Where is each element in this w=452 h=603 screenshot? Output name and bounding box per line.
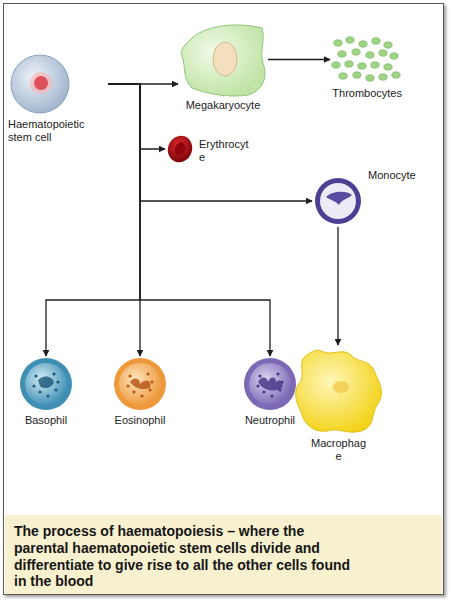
erythrocyte-cell: Erythrocyte xyxy=(165,134,251,164)
macrophage-cell: Macrophage xyxy=(291,345,386,462)
cell-label: Erythrocyte xyxy=(199,138,251,163)
lineage-arrow xyxy=(337,227,338,345)
lineage-arrow xyxy=(108,84,270,356)
cell-label: Monocyte xyxy=(368,169,416,182)
figure-caption: The process of haematopoiesis – where th… xyxy=(14,523,354,590)
cell-label: Basophil xyxy=(25,414,67,427)
lineage-arrow xyxy=(108,84,312,201)
cell-label: Eosinophil xyxy=(115,414,166,427)
neutrophil-cell: Neutrophil xyxy=(242,356,298,427)
cell-illustration xyxy=(312,175,364,227)
monocyte-cell: Monocyte xyxy=(312,175,416,227)
cell-label: Neutrophil xyxy=(245,414,295,427)
cell-label: Haematopoietic stem cell xyxy=(8,118,108,143)
cell-label: Megakaryocyte xyxy=(186,99,261,112)
cell-illustration xyxy=(242,356,298,412)
cell-label: Thrombocytes xyxy=(332,87,402,100)
thrombocyte-cluster: Thrombocytes xyxy=(330,35,402,100)
lineage-arrow xyxy=(108,84,165,149)
cell-illustration xyxy=(330,35,402,85)
cell-illustration xyxy=(291,345,386,435)
cell-illustration xyxy=(18,356,74,412)
cell-illustration xyxy=(8,52,72,116)
cell-illustration xyxy=(178,22,268,97)
cell-label: Macrophage xyxy=(311,437,367,462)
lineage-arrow xyxy=(268,59,330,60)
stem-cell: Haematopoietic stem cell xyxy=(8,52,108,143)
basophil-cell: Basophil xyxy=(18,356,74,427)
cell-illustration xyxy=(165,134,195,164)
cell-illustration xyxy=(112,356,168,412)
lineage-arrow xyxy=(108,84,140,356)
megakaryocyte-cell: Megakaryocyte xyxy=(178,22,268,112)
eosinophil-cell: Eosinophil xyxy=(112,356,168,427)
